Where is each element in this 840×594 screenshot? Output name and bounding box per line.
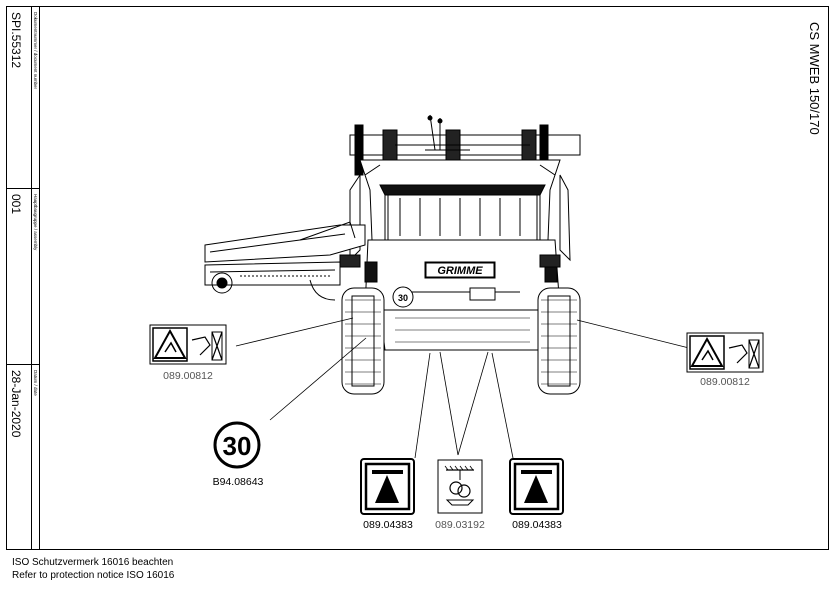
- title-block: [6, 6, 40, 550]
- machine-speed-marker: 30: [398, 293, 408, 303]
- lift-label-left: [360, 458, 415, 515]
- side-elevator: [204, 221, 366, 301]
- right-wheel: [537, 287, 581, 395]
- protection-notice-de: ISO Schutzvermerk 16016 beachten: [12, 557, 174, 568]
- brand-plate: GRIMME: [425, 262, 495, 278]
- protection-notice-en: Refer to protection notice ISO 16016: [12, 570, 175, 581]
- title-block-divider: [6, 364, 40, 365]
- warning-left-part-number: 089.00812: [163, 370, 213, 382]
- lift-label-right: [509, 458, 564, 515]
- chain-label: [437, 459, 483, 514]
- speed-sign-value: 30: [223, 431, 252, 461]
- speed-sign: 30: [213, 421, 261, 469]
- hopper: [349, 159, 571, 262]
- chain-part-number: 089.03192: [435, 519, 485, 531]
- speed-sign-part-number: B94.08643: [212, 476, 264, 488]
- lift-right-part-number: 089.04383: [512, 519, 562, 531]
- leader-lines: [235, 317, 690, 459]
- brand-text: GRIMME: [437, 265, 483, 277]
- title-block-inner-line: [31, 6, 32, 550]
- warning-label-right: [686, 332, 764, 373]
- drawing-frame: [6, 6, 829, 550]
- lift-left-part-number: 089.04383: [363, 519, 413, 531]
- top-frame: [349, 114, 581, 176]
- warning-right-part-number: 089.00812: [700, 376, 750, 388]
- title-block-divider: [6, 188, 40, 189]
- warning-label-left: [149, 324, 227, 365]
